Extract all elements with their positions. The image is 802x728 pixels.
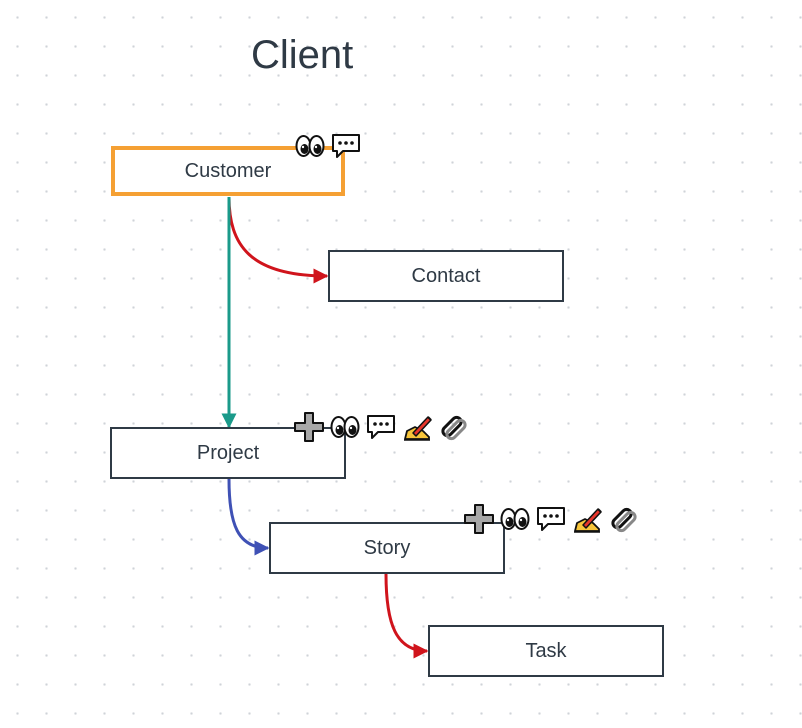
paperclips-icon[interactable] bbox=[607, 503, 639, 535]
edge-customer-contact[interactable] bbox=[227, 196, 329, 284]
node-story[interactable]: Story bbox=[269, 522, 505, 574]
writing-hand-icon[interactable] bbox=[571, 503, 603, 535]
node-label: Task bbox=[525, 639, 567, 662]
speech-bubble-icon[interactable] bbox=[535, 503, 567, 535]
speech-bubble-icon[interactable] bbox=[330, 130, 362, 162]
edge-story-task[interactable] bbox=[384, 573, 429, 659]
project-badges bbox=[293, 411, 469, 443]
node-task[interactable]: Task bbox=[428, 625, 664, 677]
node-label: Project bbox=[196, 441, 260, 464]
customer-badges bbox=[294, 130, 362, 162]
node-label: Customer bbox=[184, 159, 272, 182]
story-badges bbox=[463, 503, 639, 535]
plus-icon[interactable] bbox=[463, 503, 495, 535]
writing-hand-icon[interactable] bbox=[401, 411, 433, 443]
eyes-icon[interactable] bbox=[294, 130, 326, 162]
plus-icon[interactable] bbox=[293, 411, 325, 443]
edge-project-story[interactable] bbox=[227, 478, 270, 556]
diagram-title: Client bbox=[251, 33, 354, 77]
speech-bubble-icon[interactable] bbox=[365, 411, 397, 443]
node-label: Story bbox=[363, 536, 411, 559]
eyes-icon[interactable] bbox=[499, 503, 531, 535]
eyes-icon[interactable] bbox=[329, 411, 361, 443]
node-contact[interactable]: Contact bbox=[328, 250, 564, 302]
paperclips-icon[interactable] bbox=[437, 411, 469, 443]
node-label: Contact bbox=[411, 264, 481, 287]
